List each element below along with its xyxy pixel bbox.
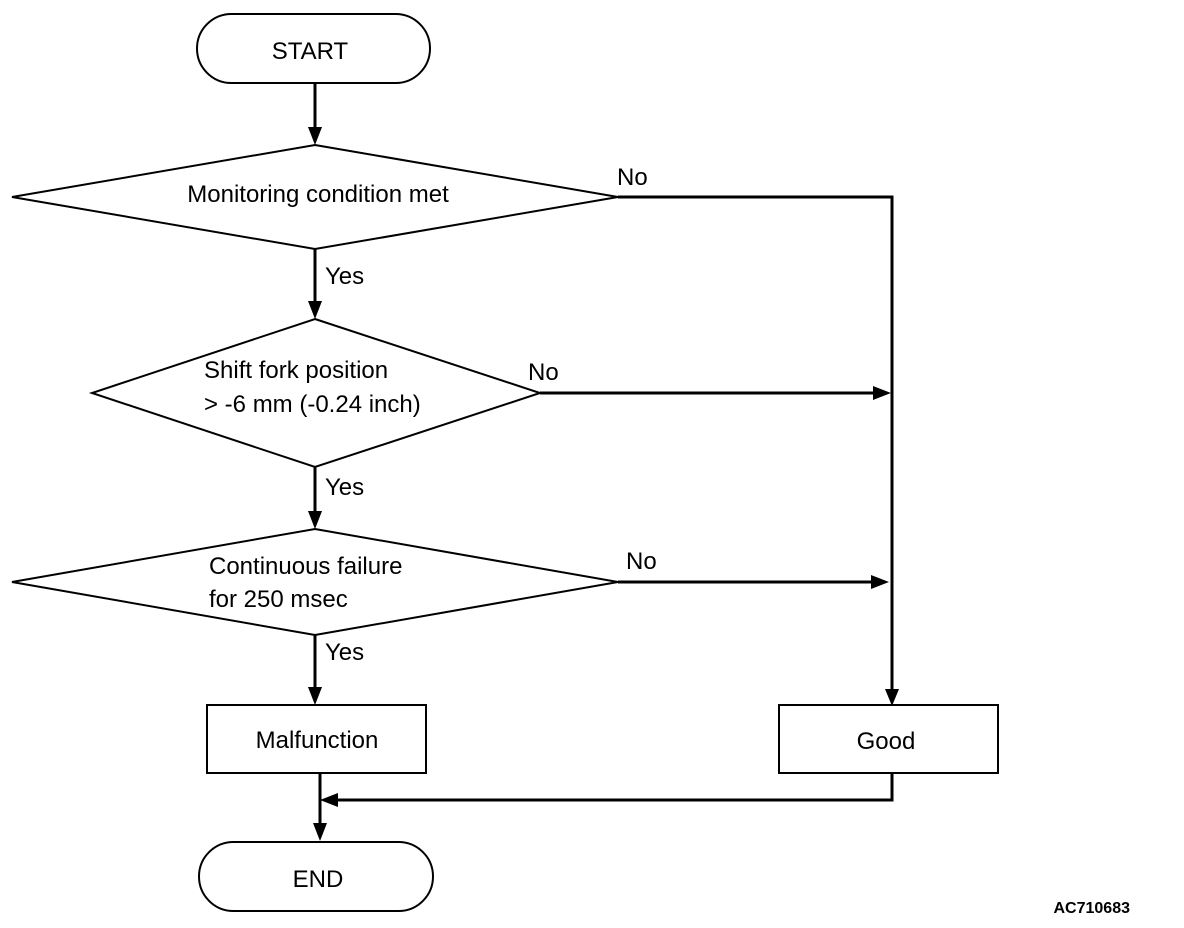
arrowhead-malfunction-to-end	[313, 823, 327, 841]
figure-code: AC710683	[1054, 900, 1131, 917]
edge-monitoring-no	[618, 195, 894, 690]
arrowhead-good-to-merge	[320, 793, 338, 807]
continuous-failure-decision-line2: for 250 msec	[209, 586, 348, 613]
good-box	[778, 704, 999, 774]
good-label: Good	[857, 728, 916, 755]
monitoring-yes-label: Yes	[325, 263, 364, 290]
start-label: START	[272, 38, 349, 65]
arrowhead-monitoring-no	[885, 689, 899, 706]
end-label: END	[293, 866, 344, 893]
shift-fork-yes-label: Yes	[325, 474, 364, 501]
shift-fork-no-label: No	[528, 359, 559, 386]
edge-good-to-merge	[338, 773, 894, 802]
continuous-no-label: No	[626, 548, 657, 575]
arrowhead-continuous-no	[871, 575, 889, 589]
shift-fork-decision-line1: Shift fork position	[204, 357, 388, 384]
arrowhead-shift-fork-yes	[308, 511, 322, 529]
continuous-failure-decision-line1: Continuous failure	[209, 553, 402, 580]
arrowhead-start-to-monitoring	[308, 127, 322, 145]
end-terminator	[198, 841, 434, 912]
arrowhead-shift-fork-no	[873, 386, 891, 400]
arrowhead-continuous-yes	[308, 687, 322, 705]
malfunction-label: Malfunction	[256, 727, 379, 754]
continuous-yes-label: Yes	[325, 639, 364, 666]
arrowhead-monitoring-yes	[308, 301, 322, 319]
monitoring-no-label: No	[617, 164, 648, 191]
monitoring-decision-label: Monitoring condition met	[187, 181, 449, 208]
malfunction-box	[206, 704, 427, 774]
shift-fork-decision-line2: > -6 mm (-0.24 inch)	[204, 391, 421, 418]
continuous-failure-decision	[11, 527, 619, 637]
